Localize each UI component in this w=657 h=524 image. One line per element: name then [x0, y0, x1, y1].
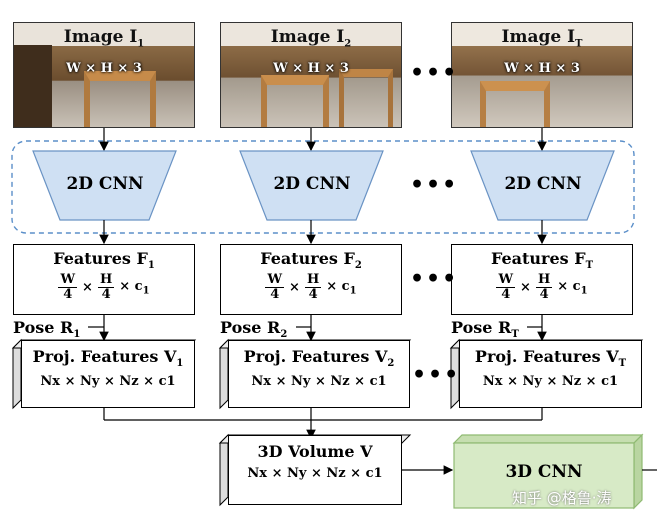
cnn2d-label-2: 2D CNN: [273, 174, 351, 194]
watermark-text: 知乎 @格鲁·涛: [512, 489, 612, 507]
proj-features-box-1: Proj. Features V1 Nx × Ny × Nz × c1: [21, 340, 195, 408]
cnn3d-shape: [452, 433, 644, 510]
proj-dim-t: Nx × Ny × Nz × c1: [482, 374, 619, 390]
ellipsis-features: •••: [410, 266, 459, 292]
cnn2d-label-1: 2D CNN: [66, 174, 144, 194]
proj-title-t: Proj. Features VT: [474, 347, 627, 370]
pose-label-2: Pose R2: [220, 318, 288, 341]
image-frame-t: Image IT W × H × 3: [451, 22, 633, 128]
cnn3d-label: 3D CNN: [505, 462, 583, 482]
image-title-1: Image I1: [63, 27, 145, 50]
features-title-t: Features FT: [490, 249, 594, 272]
volume-dim: Nx × Ny × Nz × c1: [247, 466, 383, 481]
proj-features-box-t: Proj. Features VT Nx × Ny × Nz × c1: [459, 340, 642, 408]
image-dim-1: W × H × 3: [66, 61, 142, 76]
cnn-group-border: [11, 140, 635, 234]
pose-label-t: Pose RT: [451, 318, 519, 341]
cnn2d-shape-t: [470, 150, 615, 221]
image-stool-art-t: [480, 81, 550, 127]
features-title-2: Features F2: [260, 249, 362, 272]
image-stool-art-1: [84, 71, 156, 127]
proj-dim-1: Nx × Ny × Nz × c1: [40, 374, 176, 390]
ellipsis-images: •••: [410, 60, 459, 86]
volume-box: 3D Volume V Nx × Ny × Nz × c1: [228, 435, 402, 505]
image-title-t: Image IT: [501, 27, 583, 50]
features-title-1: Features F1: [53, 249, 155, 272]
proj-features-box-2: Proj. Features V2 Nx × Ny × Nz × c1: [228, 340, 410, 408]
image-dim-2: W × H × 3: [273, 61, 349, 76]
image-frame-2: Image I2 W × H × 3: [220, 22, 402, 128]
image-dim-t: W × H × 3: [504, 61, 580, 76]
proj-dim-2: Nx × Ny × Nz × c1: [251, 374, 387, 390]
proj-title-1: Proj. Features V1: [32, 347, 184, 370]
cnn2d-shape-2: [239, 150, 384, 221]
ellipsis-proj: •••: [412, 362, 461, 388]
image-title-2: Image I2: [270, 27, 352, 50]
image-counter-art-1: [14, 45, 52, 127]
cnn2d-label-t: 2D CNN: [504, 174, 582, 194]
pose-label-1: Pose R1: [13, 318, 81, 341]
image-stool-art-2b: [339, 69, 393, 127]
image-frame-1: Image I1 W × H × 3: [13, 22, 195, 128]
cnn2d-shape-1: [32, 150, 177, 221]
image-stool-art-2: [261, 75, 329, 127]
ellipsis-cnn: •••: [410, 172, 459, 198]
volume-title: 3D Volume V: [257, 442, 373, 461]
proj-title-2: Proj. Features V2: [243, 347, 395, 370]
